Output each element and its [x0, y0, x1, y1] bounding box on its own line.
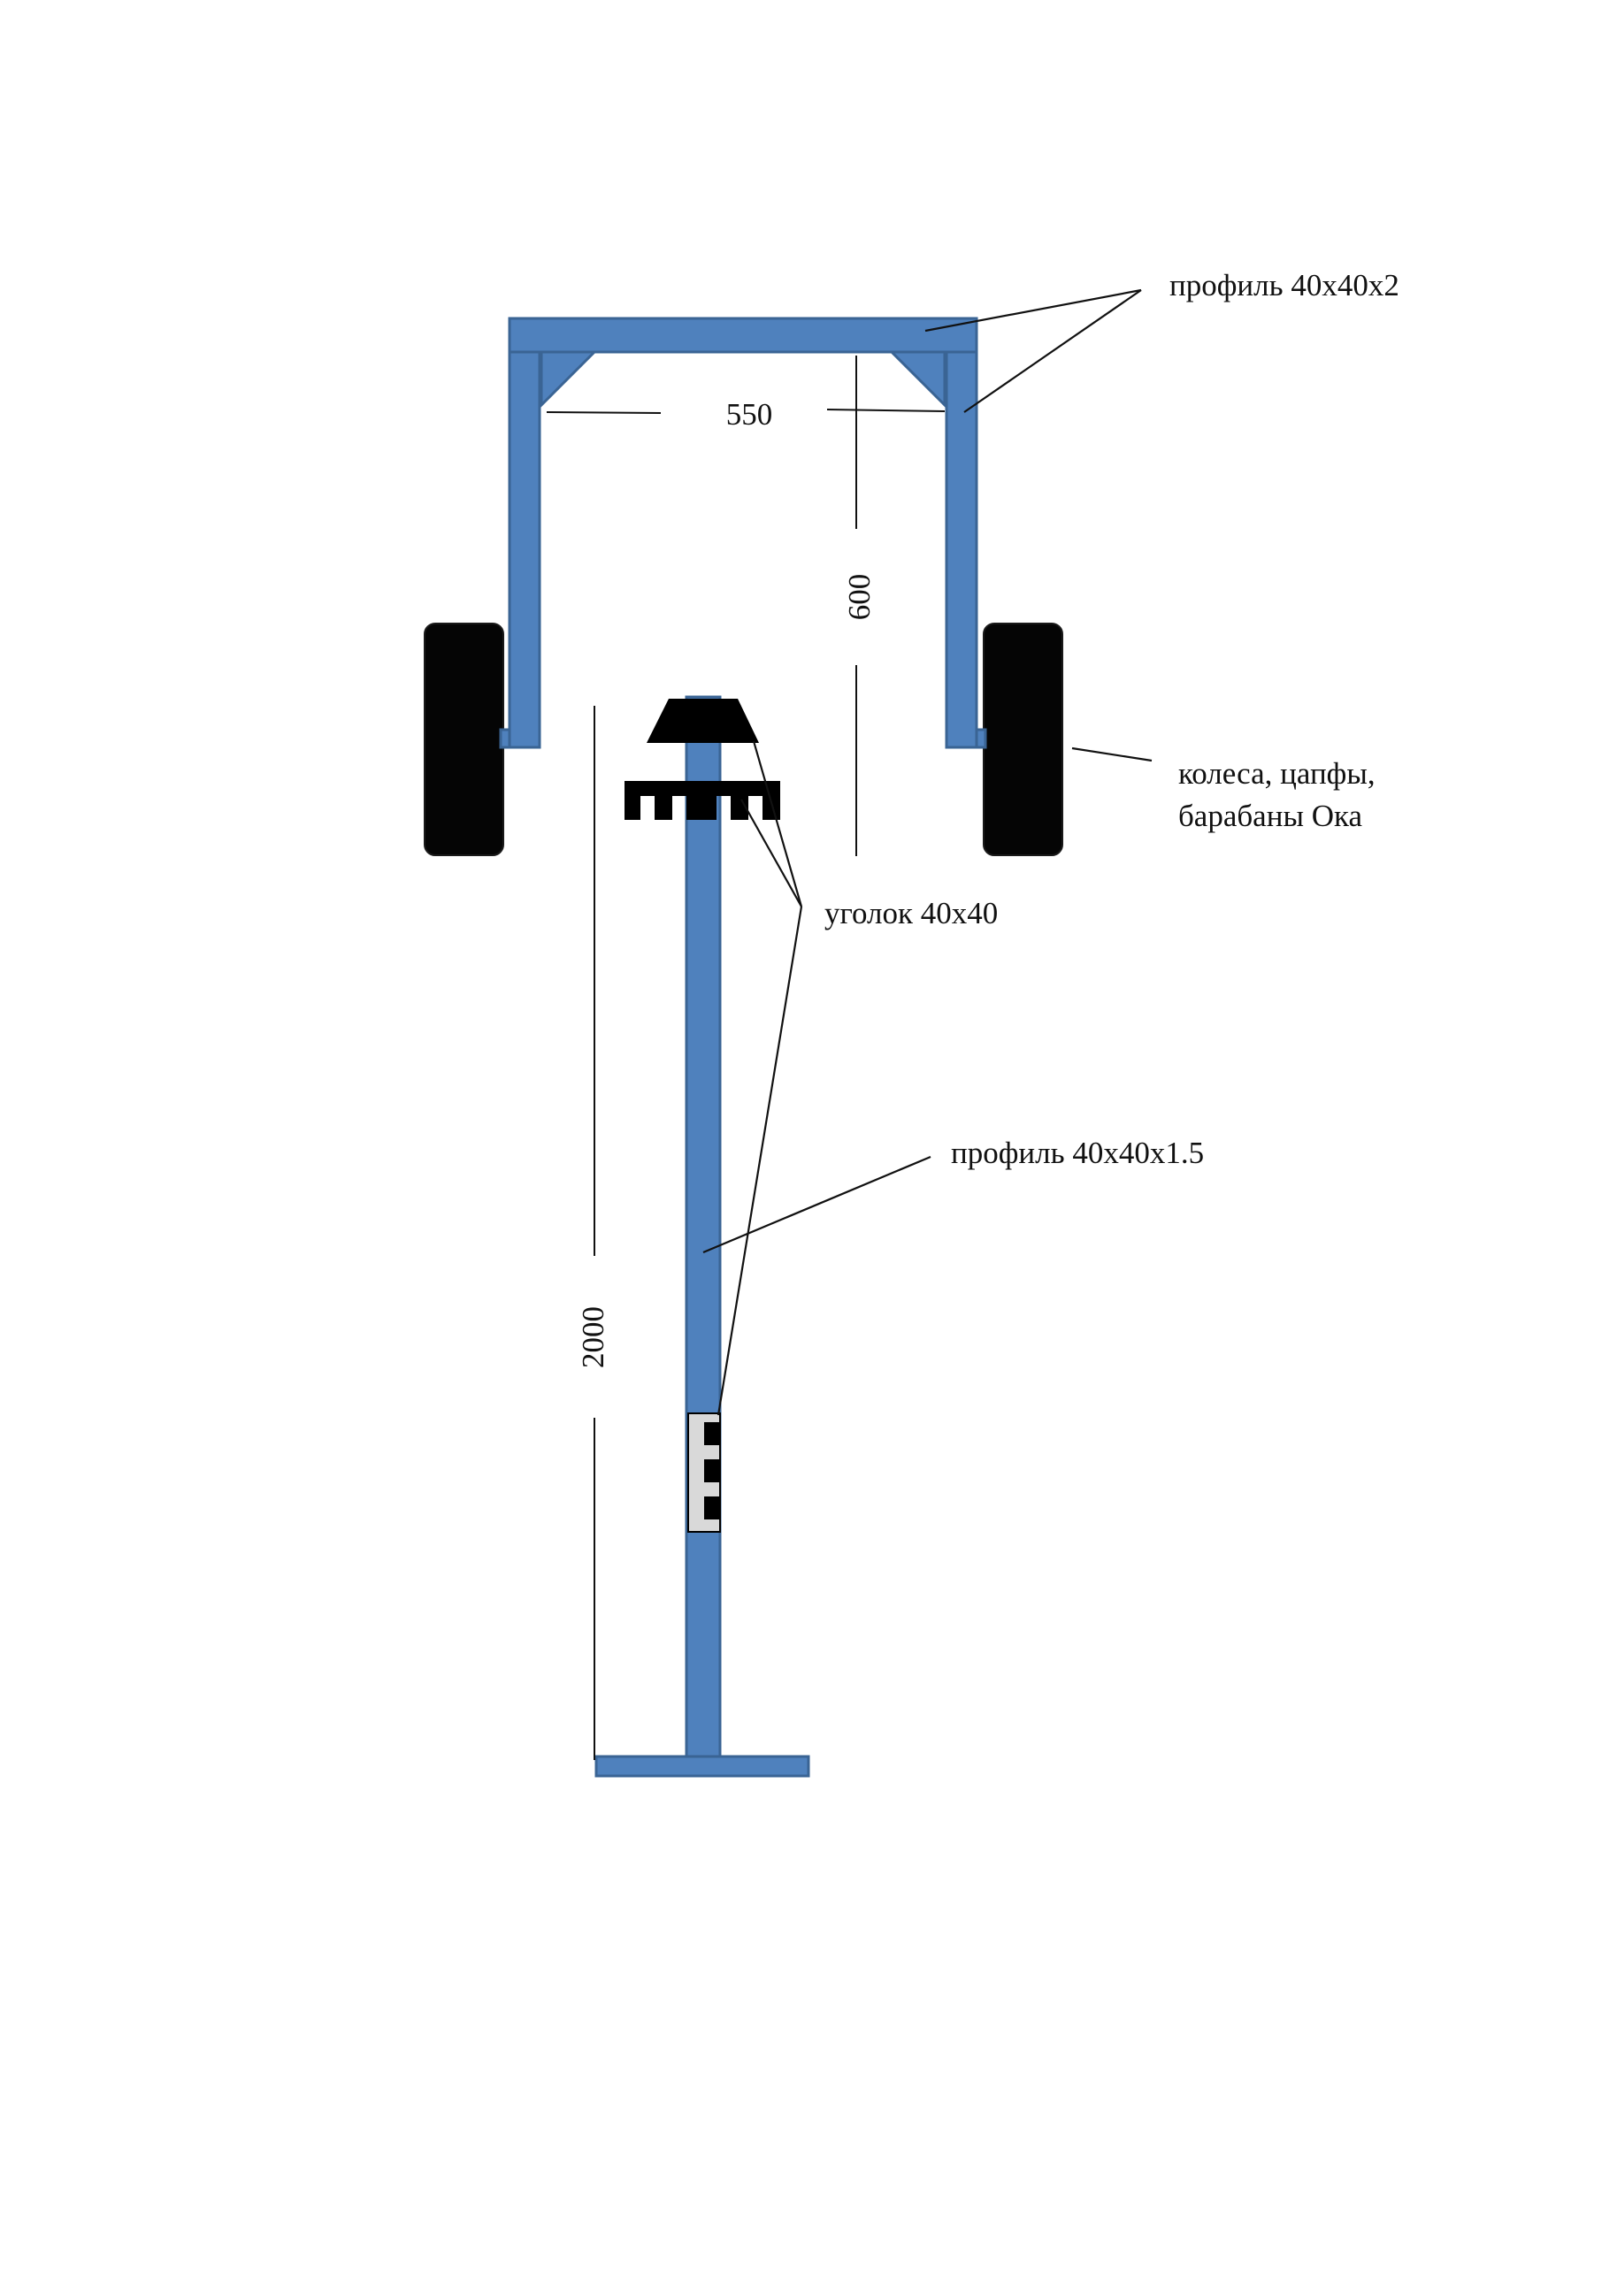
- right-wheel: [983, 623, 1063, 856]
- wheels-label-line1: колеса, цапфы,: [1178, 756, 1376, 791]
- left-corner-gusset: [540, 350, 598, 409]
- leader-angle-to-coupler: [717, 906, 803, 1416]
- angle-label: уголок 40х40: [824, 896, 998, 930]
- width-dimension-right-line: [826, 409, 946, 412]
- angle-bracket-upper: [647, 699, 759, 743]
- frame-left-leg: [508, 348, 541, 749]
- coupler-slot-middle: [704, 1459, 720, 1482]
- leader-drawbar-profile: [702, 1155, 931, 1254]
- frame-right-leg: [945, 348, 978, 749]
- drawbar-beam: [685, 695, 722, 1760]
- leader-top-profile-to-leg: [963, 289, 1142, 413]
- angle-bracket-lower: [625, 781, 780, 820]
- wheels-label-line2: барабаны Ока: [1178, 799, 1362, 833]
- leader-top-profile-to-crossbeam: [924, 288, 1142, 333]
- height-dimension-text: 600: [842, 574, 877, 621]
- length-dimension-text: 2000: [576, 1306, 610, 1368]
- drawbar-profile-label: профиль 40х40х1.5: [951, 1136, 1204, 1170]
- right-corner-gusset: [888, 350, 946, 409]
- coupler-slot-bottom: [704, 1496, 720, 1519]
- leader-wheels: [1071, 746, 1153, 762]
- width-dimension-text: 550: [726, 397, 773, 432]
- drawbar-end-crossbar: [594, 1755, 810, 1778]
- width-dimension-left-line: [546, 411, 662, 414]
- coupler-slot-top: [704, 1422, 720, 1445]
- leader-angle-to-lower: [740, 799, 802, 907]
- top-profile-label: профиль 40х40х2: [1169, 268, 1399, 302]
- left-wheel: [424, 623, 504, 856]
- leader-angle-to-upper: [752, 740, 803, 907]
- frame-cross-beam: [508, 317, 978, 354]
